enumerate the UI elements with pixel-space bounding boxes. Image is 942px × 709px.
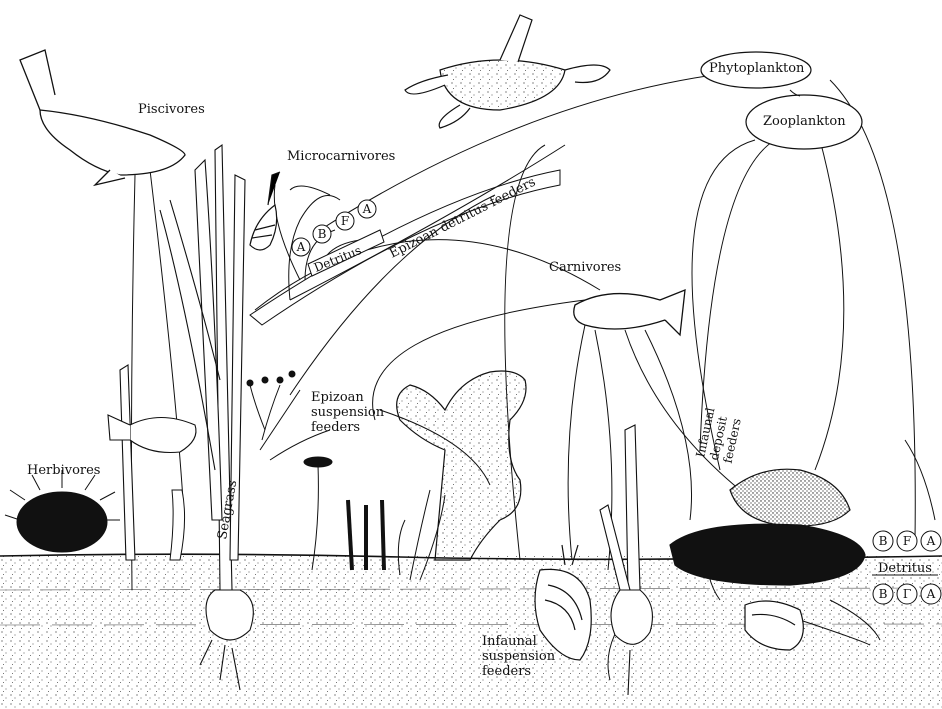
label-epizoan-detritus-feeders: Epizoan detritus feeders [387,175,538,262]
detritus-letter-right-top-3: A [926,534,936,548]
detritus-letter-left-4: A [362,202,372,216]
shrimp-icon [170,490,185,560]
label-phytoplankton: Phytoplankton [709,61,804,76]
infaunal-deposit-burrow [670,524,865,585]
detritus-letter-left-3: F [341,214,349,228]
conch-shell-icon [730,469,850,526]
detritus-letter-right-bottom-2: Γ [903,587,911,601]
label-detritus-right: Detritus [878,561,932,576]
detritus-letter-left-2: B [318,227,327,241]
microcarnivore-icon [250,172,280,250]
label-herbivores: Herbivores [27,463,100,478]
anemone-icon [304,457,332,570]
label-zooplankton: Zooplankton [763,114,846,129]
sponge-icon [397,371,526,560]
turtle-icon [405,15,610,128]
detritus-letter-right-bottom-3: A [926,587,936,601]
piscivore-fish-icon [20,50,185,185]
detritus-letter-right-top-1: B [879,534,888,548]
detritus-letter-right-top-2: F [903,534,911,548]
detritus-letter-right-bottom-1: B [879,587,888,601]
carnivore-fish-icon [574,290,685,335]
label-infaunal-suspension-feeders: Infaunal suspension feeders [482,634,555,679]
label-detritus-left: Detritus [312,243,363,275]
label-epizoan-suspension-feeders: Epizoan suspension feeders [311,390,384,435]
label-carnivores: Carnivores [549,260,621,275]
label-microcarnivores: Microcarnivores [287,149,395,164]
small-fish-icon [108,415,196,453]
label-piscivores: Piscivores [138,102,205,117]
detritus-letter-left-1: A [296,240,306,254]
label-infaunal-deposit-feeders-1: Infaunaldepositfeeders [693,406,745,464]
sea-urchin-icon [5,470,120,552]
